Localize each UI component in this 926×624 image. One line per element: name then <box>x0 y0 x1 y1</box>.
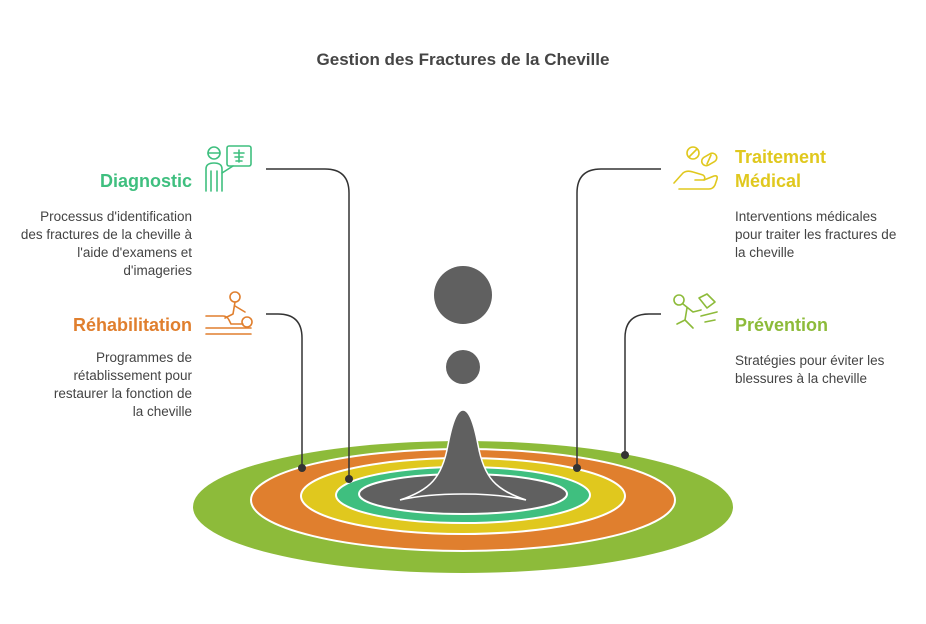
falling-person-icon <box>673 293 718 329</box>
doctor-xray-icon <box>205 145 252 192</box>
connector-diagnostic <box>266 168 350 479</box>
connector-traitement <box>576 168 661 468</box>
description-diagnostic: Processus d'identification des fractures… <box>20 209 192 278</box>
description-prevention: Stratégies pour éviter les blessures à l… <box>735 353 885 386</box>
connector-dot-rehabilitation <box>298 464 306 472</box>
description-traitement: Interventions médicales pour traiter les… <box>735 209 897 260</box>
connector-dot-prevention <box>621 451 629 459</box>
connector-dot-diagnostic <box>345 475 353 483</box>
connector-prevention <box>624 313 661 455</box>
hand-pills-icon <box>673 146 718 190</box>
label-rehabilitation: Réhabilitation <box>72 315 192 335</box>
label-diagnostic: Diagnostic <box>99 171 192 191</box>
label-traitement: Traitement Médical <box>735 147 827 191</box>
label-prevention: Prévention <box>735 315 829 335</box>
page-title: Gestion des Fractures de la Cheville <box>316 50 610 69</box>
physiotherapy-icon <box>205 291 253 335</box>
connector-rehabilitation <box>266 313 303 468</box>
description-rehabilitation: Programmes de rétablissement pour restau… <box>53 350 192 419</box>
drop-large <box>434 266 492 324</box>
connector-dot-traitement <box>573 464 581 472</box>
drop-small <box>446 350 480 384</box>
center-peak <box>399 409 527 501</box>
